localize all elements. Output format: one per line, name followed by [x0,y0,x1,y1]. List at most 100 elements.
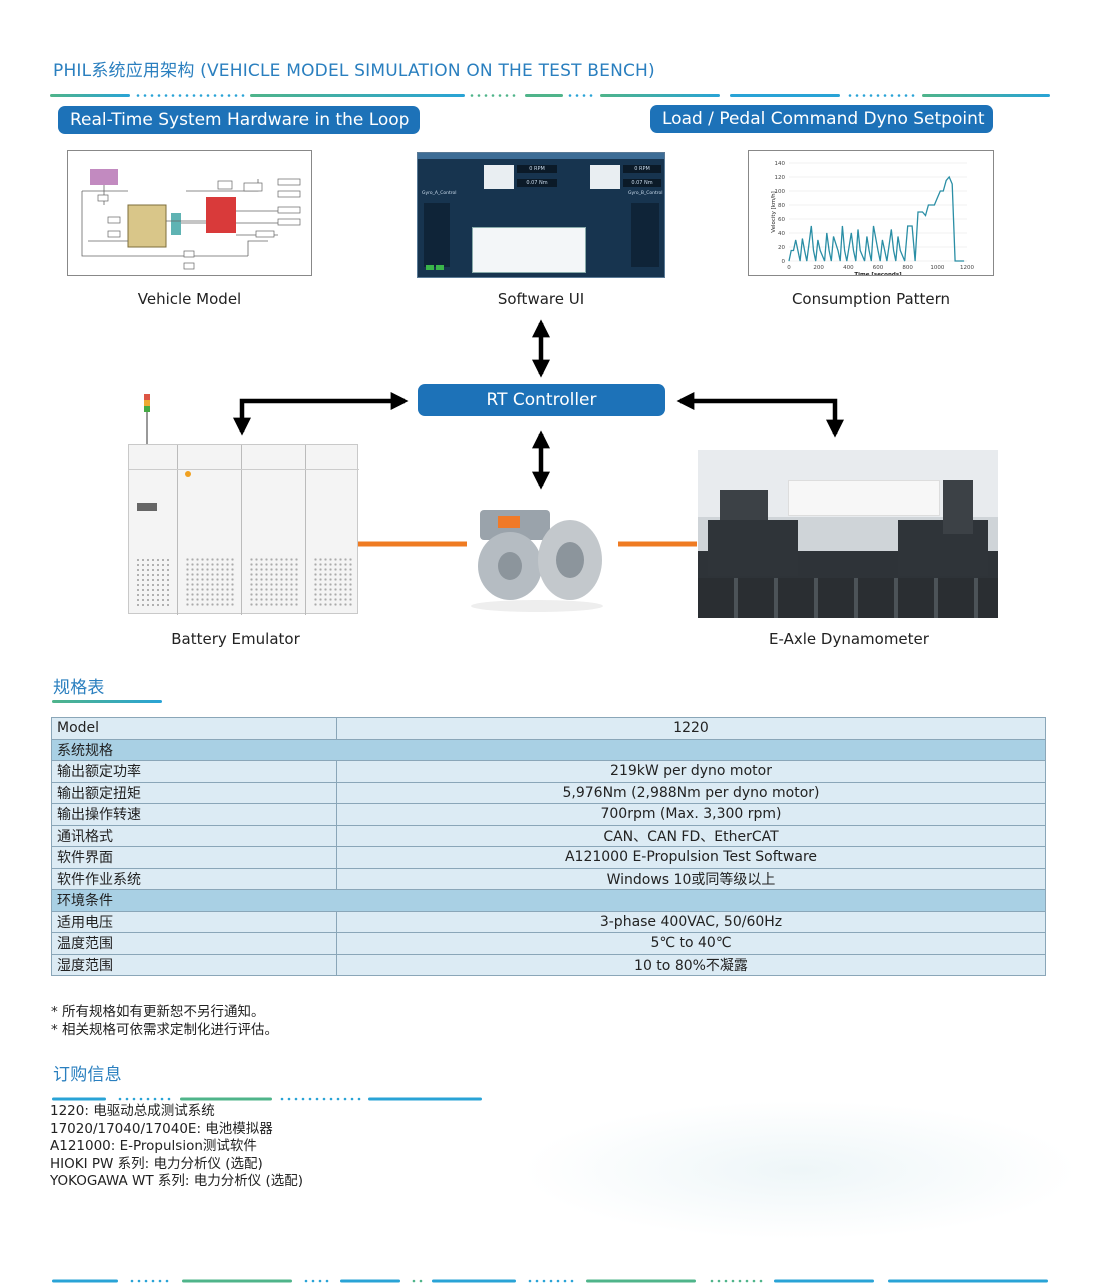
background-glow [520,1100,1080,1240]
data-point [882,239,883,241]
x-tick-label: 1200 [960,265,974,271]
data-point [942,190,944,192]
y-tick-label: 40 [778,231,785,237]
x-tick-label: 1000 [930,265,944,271]
data-point [960,260,962,262]
data-point [793,250,794,251]
spec-label: 温度范围 [51,932,337,955]
battery-emulator-caption: Battery Emulator [171,630,300,648]
data-point [907,225,908,227]
data-point [940,190,941,192]
spec-notes: * 所有规格如有更新恕不另行通知。 * 相关规格可依需求定制化进行评估。 [51,1003,278,1039]
data-point [844,250,845,251]
order-item: HIOKI PW 系列: 电力分析仪 (选配) [50,1155,263,1172]
x-tick-label: 0 [787,265,791,271]
y-tick-label: 20 [778,245,785,251]
spec-value: 700rpm (Max. 3,300 rpm) [336,803,1046,826]
data-point [899,250,901,251]
spec-label: 软件作业系统 [51,867,337,890]
ui-green-button-2 [436,265,444,270]
spec-group-label: 系统规格 [51,738,1046,761]
data-point [951,183,953,185]
y-tick-label: 80 [778,203,785,209]
data-point [804,250,805,251]
ui-motor-image-b [590,165,620,189]
arrow-controller-dyno [676,392,844,438]
x-tick-label: 400 [843,265,854,271]
data-point [824,260,825,262]
spec-value: 3-phase 400VAC, 50/60Hz [336,910,1046,933]
header-decorative-rule [50,83,1050,97]
spec-group-row: 环境条件 [51,889,1046,912]
software-ui-image: 0 RPM 0.07 Nm 0 RPM 0.07 Nm Gyro_A_Contr… [417,152,665,278]
spec-label: 通讯格式 [51,824,337,847]
data-point [963,260,965,262]
data-point [911,225,913,227]
order-item: A121000: E-Propulsion测试软件 [50,1138,257,1154]
data-point [908,225,910,227]
spec-value: 5℃ to 40℃ [336,932,1046,955]
simulink-diagram-icon [81,169,301,270]
spec-label: 软件界面 [51,846,337,869]
estop-icon [185,471,191,477]
ui-control-b-label: Gyro_B_Control [628,191,663,196]
x-axis-label: Time [seconds] [854,272,902,276]
spec-title-underline [52,700,162,703]
data-point [815,260,816,262]
hil-pill: Real-Time System Hardware in the Loop [58,106,420,134]
arrow-controller-battery [233,392,409,436]
y-axis-label: Velocity [km/h] [771,191,777,233]
spec-section-title: 规格表 [53,678,105,698]
data-point [857,229,859,230]
data-point [879,260,881,262]
y-tick-label: 140 [775,161,786,167]
data-point [954,260,956,262]
order-section-title: 订购信息 [53,1065,122,1085]
x-tick-label: 800 [902,265,913,271]
data-point [897,236,899,237]
ui-motor-image-a [484,165,514,189]
data-point [833,236,834,237]
spec-note: * 所有规格如有更新恕不另行通知。 [51,1004,265,1020]
data-point [795,239,796,241]
dyno-setpoint-pill: Load / Pedal Command Dyno Setpoint [650,105,993,133]
data-point [873,225,874,227]
spec-value: A121000 E-Propulsion Test Software [336,846,1046,869]
data-point [937,197,938,199]
spec-value: 5,976Nm (2,988Nm per dyno motor) [336,781,1046,804]
rt-controller-box: RT Controller [418,384,665,416]
footer-decorative-rule [52,1268,1048,1283]
data-point [917,211,919,213]
spec-value: CAN、CAN FD、EtherCAT [336,824,1046,847]
spec-group-row: 系统规格 [51,738,1046,761]
ui-control-a-label: Gyro_A_Control [422,191,457,196]
y-tick-label: 100 [775,189,786,195]
order-item: YOKOGAWA WT 系列: 电力分析仪 (选配) [50,1173,304,1189]
data-point [884,250,885,251]
data-point [817,239,819,241]
e-axle-icon [471,510,603,612]
data-point [810,225,812,227]
data-point [839,260,841,262]
data-point [813,250,814,251]
spec-label: Model [51,717,337,740]
ui-left-panel [424,203,450,267]
data-point [868,250,870,251]
dyno-motor-left [708,520,798,576]
spec-label: 输出额定扭矩 [51,781,337,804]
vent-grille [135,557,171,607]
signal-tower-icon [144,394,150,412]
data-point [837,250,839,251]
cabinet-body [128,444,359,615]
series-line [788,175,964,262]
page-title: PHIL系统应用架构 (VEHICLE MODEL SIMULATION ON … [53,61,655,81]
diagram-arrows [233,319,844,547]
